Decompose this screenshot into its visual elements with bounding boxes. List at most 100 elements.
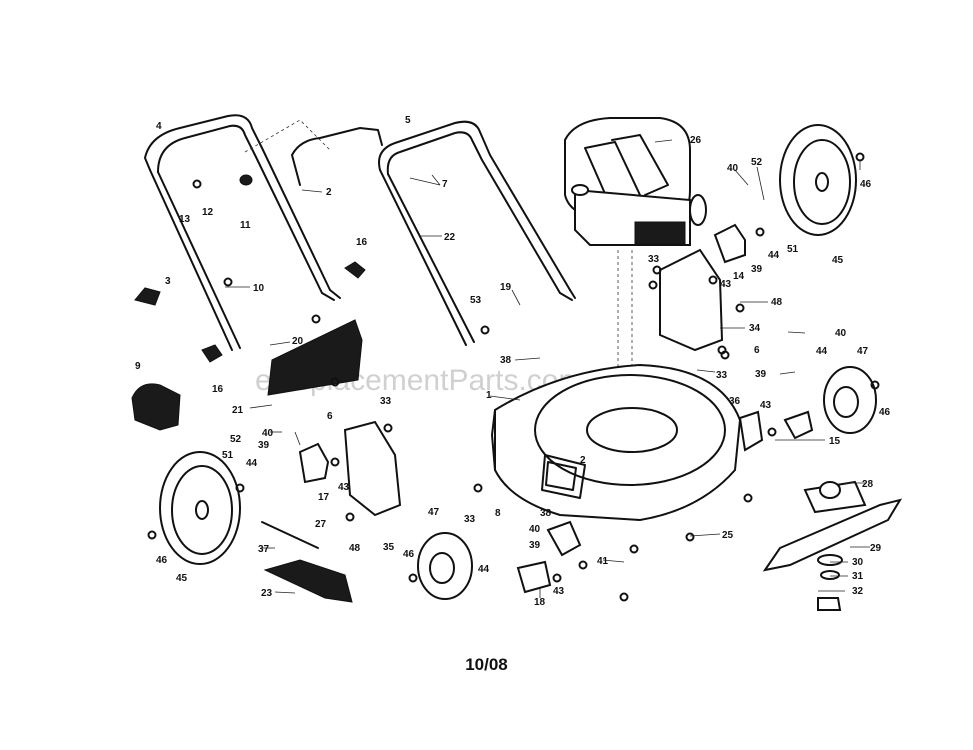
callout-3: 3 — [165, 276, 171, 287]
callout-33: 33 — [380, 396, 392, 407]
wheel-front-left — [417, 532, 473, 600]
rear-bracket-left — [343, 420, 402, 517]
callout-36: 36 — [729, 396, 741, 407]
control-bar — [291, 127, 383, 186]
callout-21: 21 — [232, 405, 244, 416]
mulch-plug — [263, 559, 353, 603]
callout-31: 31 — [852, 571, 864, 582]
callout-8: 8 — [495, 508, 501, 519]
callout-51: 51 — [222, 450, 234, 461]
height-adjuster-plate-front-right — [783, 410, 814, 440]
callout-22: 22 — [444, 232, 456, 243]
hardware — [147, 152, 880, 602]
callout-53: 53 — [470, 295, 482, 306]
callout-48: 48 — [771, 297, 783, 308]
callout-17: 17 — [318, 492, 330, 503]
callout-47: 47 — [428, 507, 440, 518]
callout-48: 48 — [349, 543, 361, 554]
callout-46: 46 — [156, 555, 168, 566]
callout-10: 10 — [253, 283, 265, 294]
callout-44: 44 — [478, 564, 490, 575]
callout-33: 33 — [716, 370, 728, 381]
callout-9: 9 — [135, 361, 141, 372]
wheel-front-right — [823, 366, 877, 434]
wheel-rear-left — [159, 451, 241, 565]
callout-19: 19 — [500, 282, 512, 293]
callout-39: 39 — [258, 440, 270, 451]
callout-46: 46 — [879, 407, 891, 418]
date-code: 10/08 — [465, 655, 508, 674]
callout-43: 43 — [760, 400, 772, 411]
callout-4: 4 — [156, 121, 162, 132]
callout-52: 52 — [751, 157, 763, 168]
callout-20: 20 — [292, 336, 304, 347]
callout-23: 23 — [261, 588, 273, 599]
callout-45: 45 — [832, 255, 844, 266]
callout-2: 2 — [326, 187, 332, 198]
rope-guide — [239, 174, 253, 186]
callout-44: 44 — [768, 250, 780, 261]
callout-16: 16 — [212, 384, 224, 395]
callout-40: 40 — [529, 524, 541, 535]
callout-14: 14 — [733, 271, 745, 282]
callout-43: 43 — [338, 482, 350, 493]
callout-37: 37 — [258, 544, 270, 555]
callout-51: 51 — [787, 244, 799, 255]
callout-7: 7 — [442, 179, 448, 190]
callout-29: 29 — [870, 543, 882, 554]
lower-handle — [378, 120, 576, 346]
rear-bracket-right — [659, 248, 724, 352]
callout-25: 25 — [722, 530, 734, 541]
callout-16: 16 — [356, 237, 368, 248]
engine-assembly — [564, 117, 707, 440]
callout-41: 41 — [597, 556, 609, 567]
callout-52: 52 — [230, 434, 242, 445]
callout-2: 2 — [580, 455, 586, 466]
height-adjuster-plate-left — [298, 442, 330, 484]
callout-5: 5 — [405, 115, 411, 126]
callout-40: 40 — [727, 163, 739, 174]
callout-12: 12 — [202, 207, 214, 218]
callout-39: 39 — [529, 540, 541, 551]
handle-knob-right — [344, 261, 366, 279]
handle-knob-left — [134, 287, 161, 306]
blade — [762, 498, 903, 572]
callout-13: 13 — [179, 214, 191, 225]
callout-11: 11 — [240, 220, 251, 231]
callout-labels: 4 5 26 40 52 46 13 12 11 2 7 51 44 45 39… — [135, 115, 891, 608]
upper-handle — [144, 114, 341, 351]
callout-46: 46 — [403, 549, 415, 560]
callout-43: 43 — [720, 279, 732, 290]
callout-15: 15 — [829, 436, 841, 447]
rear-flap — [267, 319, 363, 396]
height-adjuster-plate-front-left — [516, 560, 552, 594]
callout-40: 40 — [262, 428, 274, 439]
callout-26: 26 — [690, 135, 702, 146]
callout-33: 33 — [464, 514, 476, 525]
callout-30: 30 — [852, 557, 864, 568]
callout-45: 45 — [176, 573, 188, 584]
callout-38: 38 — [540, 508, 552, 519]
callout-6: 6 — [327, 411, 333, 422]
handle-knob-lower — [201, 344, 223, 363]
callout-27: 27 — [315, 519, 327, 530]
front-bracket — [546, 520, 582, 557]
mower-deck — [491, 363, 742, 522]
callout-35: 35 — [383, 542, 395, 553]
callout-18: 18 — [534, 597, 546, 608]
callout-32: 32 — [852, 586, 864, 597]
callout-28: 28 — [862, 479, 874, 490]
callout-34: 34 — [749, 323, 761, 334]
blade-lock-washer — [820, 570, 840, 580]
callout-33: 33 — [648, 254, 660, 265]
blade-bolt — [817, 597, 842, 611]
callout-44: 44 — [816, 346, 828, 357]
callout-44: 44 — [246, 458, 258, 469]
callout-38: 38 — [500, 355, 512, 366]
callout-47: 47 — [857, 346, 869, 357]
height-adjuster-plate-upper — [713, 223, 746, 264]
callout-39: 39 — [755, 369, 767, 380]
callout-39: 39 — [751, 264, 763, 275]
wheel-rear-right — [779, 124, 857, 236]
